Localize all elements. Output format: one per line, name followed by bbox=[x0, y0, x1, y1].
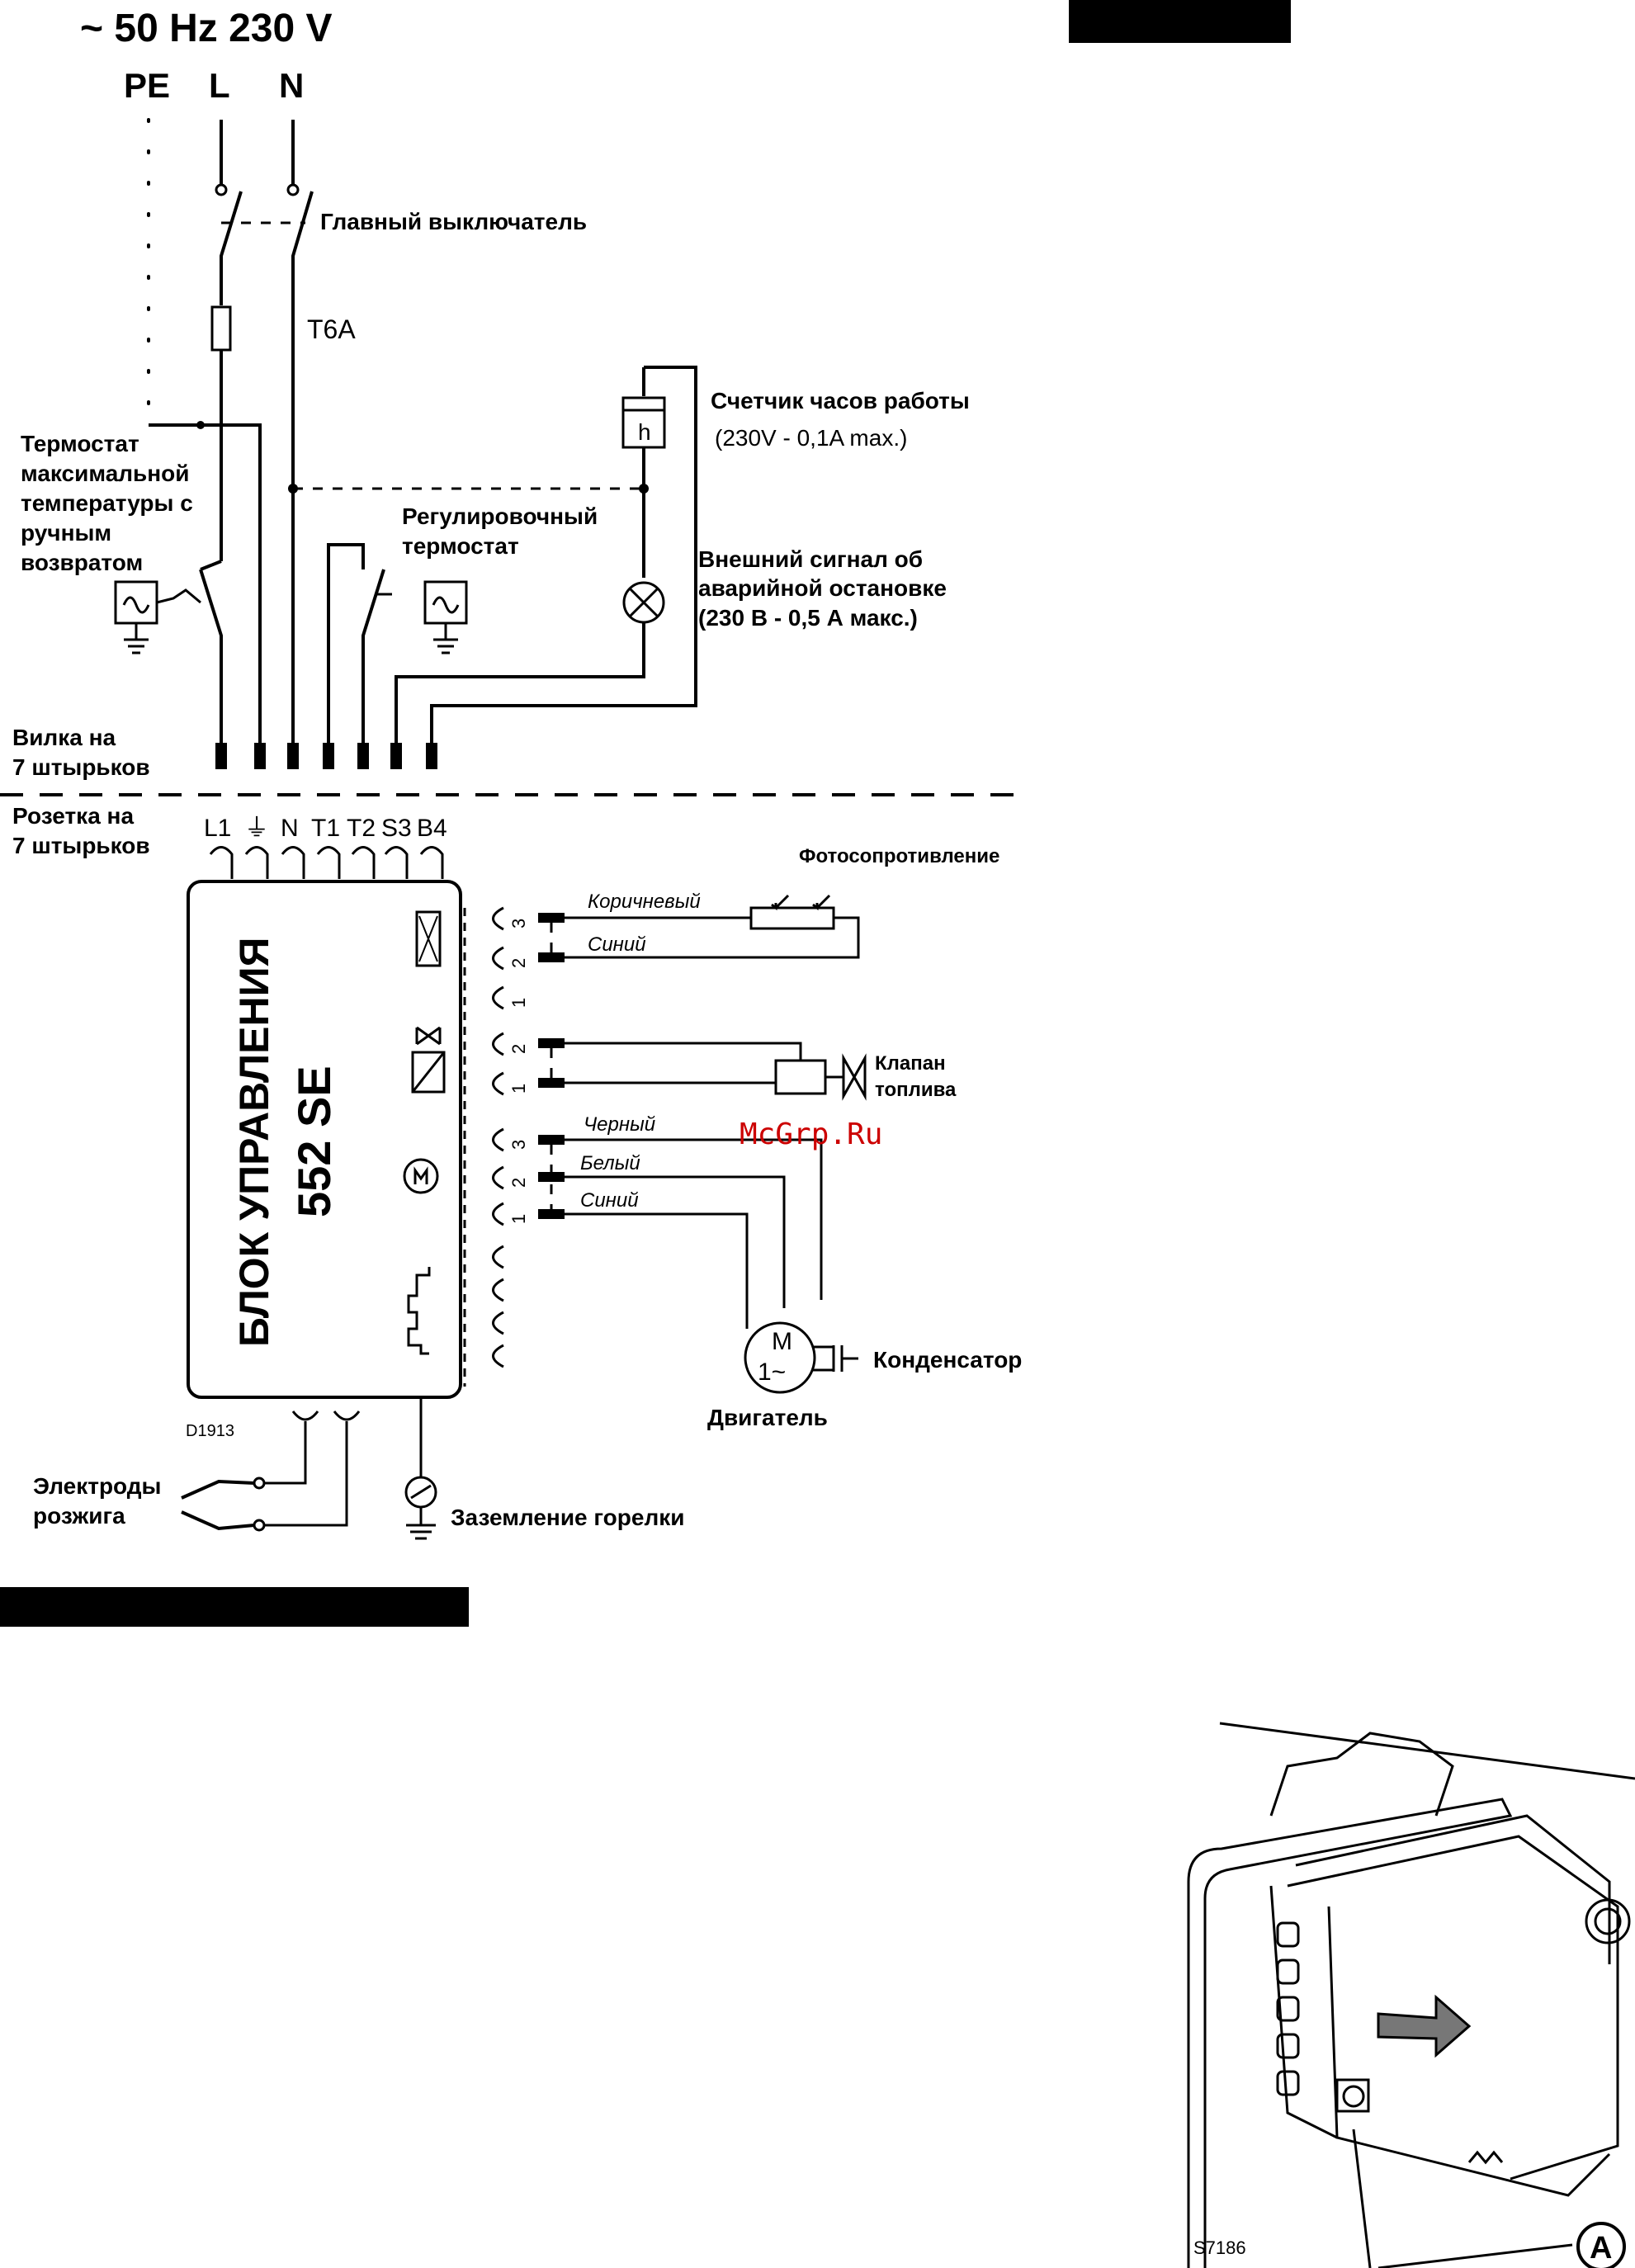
electrodes-label-1: Электроды bbox=[33, 1473, 161, 1499]
alarm-wire bbox=[395, 622, 645, 743]
callout-circle bbox=[1576, 2222, 1626, 2268]
photo-code: S7186 bbox=[1193, 2237, 1246, 2258]
motor-label: Двигатель bbox=[707, 1405, 828, 1430]
terminal-ground: ⏚ bbox=[244, 815, 269, 842]
capacitor-icon bbox=[813, 1345, 858, 1372]
svg-text:h: h bbox=[638, 419, 651, 445]
control-unit-box bbox=[187, 880, 462, 1399]
valve-wires bbox=[565, 1042, 802, 1084]
hour-counter-label: Счетчик часов работы bbox=[711, 388, 970, 413]
plug-pins bbox=[215, 743, 437, 769]
photoresistor-wires bbox=[565, 916, 860, 959]
svg-text:2: 2 bbox=[508, 1044, 529, 1054]
motor-icon bbox=[744, 1321, 816, 1394]
control-unit-title: БЛОК УПРАВЛЕНИЯ bbox=[231, 938, 277, 1347]
main-switch-label: Главный выключатель bbox=[320, 209, 587, 234]
svg-text:максимальной: максимальной bbox=[21, 461, 190, 486]
svg-text:7 штырьков: 7 штырьков bbox=[12, 754, 150, 780]
terminal-t2: T2 bbox=[347, 815, 376, 842]
control-thermostat-contact bbox=[361, 569, 385, 743]
fuel-valve-label-1: Клапан bbox=[875, 1052, 946, 1075]
svg-text:7 штырьков: 7 штырьков bbox=[12, 833, 150, 858]
photoresistor-label: Фотосопротивление bbox=[799, 845, 999, 867]
side-connectors bbox=[463, 906, 504, 1387]
supply-header: ~ 50 Hz 230 V bbox=[80, 7, 333, 50]
svg-text:3: 3 bbox=[508, 1140, 529, 1150]
wire-black-label: Черный bbox=[584, 1113, 655, 1136]
fuse-icon bbox=[210, 305, 232, 352]
svg-text:Розетка на: Розетка на bbox=[12, 803, 134, 829]
motor-wires bbox=[565, 1138, 823, 1329]
alarm-label-3: (230 В - 0,5 А макс.) bbox=[698, 605, 918, 631]
svg-text:термостат: термостат bbox=[402, 533, 519, 559]
terminal-t1: T1 bbox=[311, 815, 340, 842]
diagram-code: D1913 bbox=[186, 1422, 234, 1440]
terminal-l1: L1 bbox=[204, 815, 231, 842]
svg-text:2: 2 bbox=[508, 958, 529, 968]
valve-coil-icon bbox=[774, 1059, 827, 1095]
electrodes-label-2: розжига bbox=[33, 1503, 125, 1529]
wire-white-label: Белый bbox=[580, 1152, 640, 1174]
svg-text:1~: 1~ bbox=[758, 1358, 786, 1386]
motor-symbol-icon bbox=[403, 1158, 439, 1194]
electrode-wires bbox=[262, 1421, 348, 1527]
fuel-valve-label-2: топлива bbox=[875, 1079, 957, 1101]
watermark: McGrp.Ru bbox=[740, 1117, 882, 1151]
l-switch-blade bbox=[220, 191, 243, 305]
svg-text:Регулировочный: Регулировочный bbox=[402, 503, 598, 529]
wire-brown-label: Коричневый bbox=[588, 891, 701, 913]
svg-text:M: M bbox=[772, 1328, 792, 1355]
ignition-transformer-icon bbox=[407, 1267, 431, 1355]
control-unit-illustration bbox=[1187, 1722, 1635, 2268]
svg-text:возвратом: возвратом bbox=[21, 550, 143, 575]
valve-symbol-icon bbox=[415, 1026, 442, 1046]
svg-text:ручным: ручным bbox=[21, 520, 111, 546]
pe-label: PE bbox=[124, 66, 170, 105]
svg-text:1: 1 bbox=[508, 998, 529, 1008]
fuse-label: T6A bbox=[307, 314, 356, 344]
t1-wire bbox=[327, 543, 365, 743]
terminal-s3: S3 bbox=[381, 815, 412, 842]
max-thermostat-contact bbox=[199, 569, 223, 743]
section-header-bar-2 bbox=[0, 1587, 469, 1627]
wire-blue2-label: Синий bbox=[580, 1189, 639, 1212]
svg-text:1: 1 bbox=[508, 1084, 529, 1094]
svg-text:температуры с: температуры с bbox=[21, 490, 193, 516]
photoresistor-icon bbox=[749, 906, 835, 930]
svg-text:2: 2 bbox=[508, 1178, 529, 1188]
svg-text:3: 3 bbox=[508, 919, 529, 928]
n-switch-blade bbox=[291, 191, 314, 743]
control-unit-model: 552 SE bbox=[288, 1065, 340, 1217]
hour-counter-icon bbox=[621, 396, 666, 449]
n-label: N bbox=[279, 66, 304, 105]
terminal-n: N bbox=[281, 815, 299, 842]
alarm-label-2: аварийной остановке bbox=[698, 575, 947, 601]
terminal-b4: B4 bbox=[417, 815, 447, 842]
hour-counter-rating: (230V - 0,1A max.) bbox=[715, 425, 907, 451]
svg-text:Вилка на: Вилка на bbox=[12, 725, 116, 750]
capacitor-label: Конденсатор bbox=[873, 1347, 1022, 1373]
pe-bus bbox=[149, 423, 262, 743]
burner-ground-label: Заземление горелки bbox=[451, 1505, 684, 1530]
socket-contacts bbox=[209, 846, 444, 879]
ignition-electrodes-icon bbox=[181, 1479, 255, 1531]
svg-text:1: 1 bbox=[508, 1214, 529, 1224]
l-label: L bbox=[209, 66, 230, 105]
section-header-bar bbox=[1069, 0, 1291, 43]
hour-counter-wire bbox=[430, 366, 697, 743]
svg-text:Термостат: Термостат bbox=[21, 431, 139, 456]
fuel-valve-icon bbox=[842, 1053, 867, 1101]
wire-blue-label: Синий bbox=[588, 933, 646, 956]
alarm-label-1: Внешний сигнал об bbox=[698, 546, 923, 572]
callout-label: A bbox=[1590, 2231, 1612, 2266]
